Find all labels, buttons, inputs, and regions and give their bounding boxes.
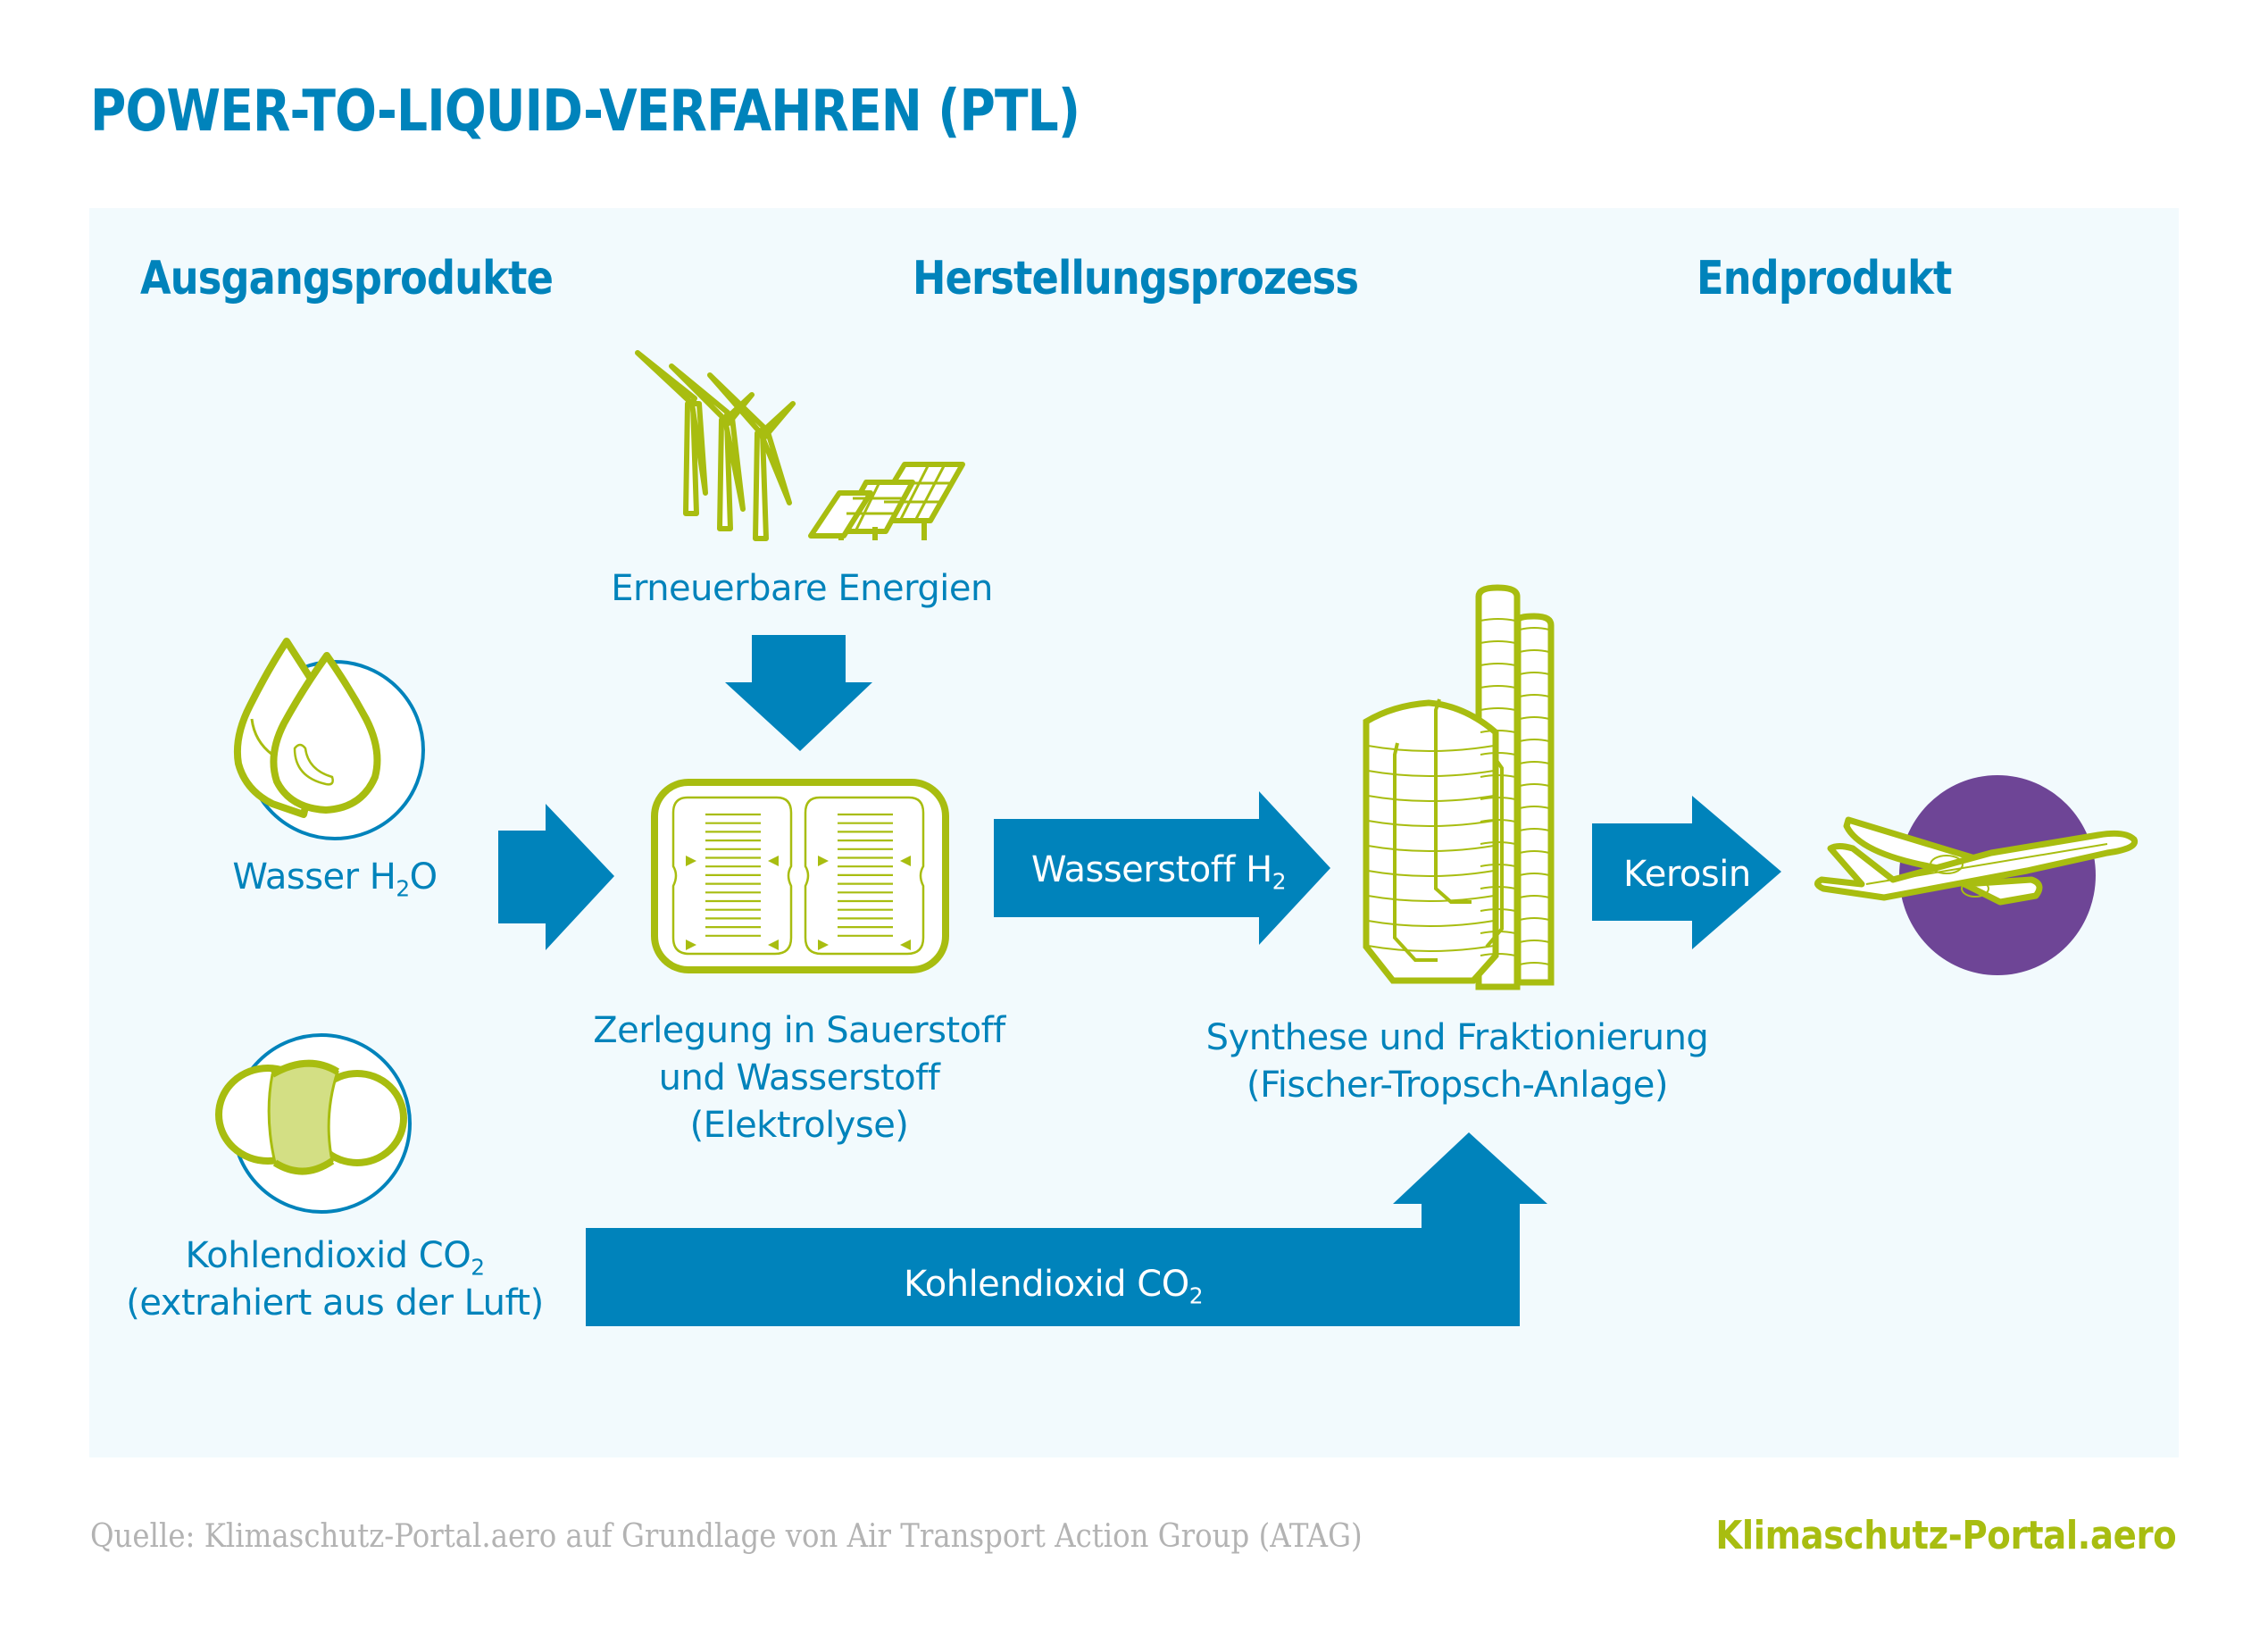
co2-input-label: Kohlendioxid CO2 (extrahiert aus der Luf… bbox=[112, 1232, 558, 1327]
co2-label-text: Kohlendioxid CO bbox=[185, 1235, 471, 1276]
column-header-output: Endprodukt bbox=[1697, 252, 1952, 305]
co2-label-line2: (extrahiert aus der Luft) bbox=[126, 1282, 544, 1324]
water-drops-icon bbox=[233, 638, 425, 840]
energy-label: Erneuerbare Energien bbox=[611, 568, 993, 609]
synthesis-label: Synthese und Fraktionierung (Fischer-Tro… bbox=[1189, 1015, 1725, 1109]
column-header-inputs: Ausgangsprodukte bbox=[140, 252, 554, 305]
hydrogen-arrow-sub: 2 bbox=[1272, 868, 1287, 895]
column-header-process: Herstellungsprozess bbox=[913, 252, 1359, 305]
source-note: Quelle: Klimaschutz-Portal.aero auf Grun… bbox=[90, 1518, 1363, 1555]
co2-arrow-sub: 2 bbox=[1188, 1282, 1204, 1309]
electrolysis-line3: (Elektrolyse) bbox=[689, 1105, 909, 1146]
electrolysis-line1: Zerlegung in Sauerstoff bbox=[593, 1010, 1005, 1051]
electrolysis-label: Zerlegung in Sauerstoff und Wasserstoff … bbox=[576, 1007, 1022, 1149]
synthesis-line1: Synthese und Fraktionierung bbox=[1205, 1017, 1709, 1058]
water-label: Wasser H2O bbox=[156, 854, 513, 901]
page-title: POWER-TO-LIQUID-VERFAHREN (PTL) bbox=[90, 79, 1080, 145]
kerosene-arrow bbox=[1592, 796, 1781, 949]
fischer-tropsch-plant-icon bbox=[1363, 584, 1555, 990]
water-label-suffix: O bbox=[409, 856, 438, 898]
co2-molecule-icon bbox=[215, 1033, 412, 1214]
co2-arrow-label: Kohlendioxid CO2 bbox=[904, 1264, 1203, 1307]
co2-arrow-text: Kohlendioxid CO bbox=[904, 1264, 1189, 1305]
airplane-icon bbox=[1814, 775, 2139, 975]
kerosene-arrow-label: Kerosin bbox=[1623, 854, 1751, 895]
energy-down-arrow bbox=[725, 635, 872, 751]
hydrogen-arrow-label: Wasserstoff H2 bbox=[1031, 849, 1286, 893]
electrolysis-line2: und Wasserstoff bbox=[658, 1057, 940, 1098]
water-label-sub: 2 bbox=[396, 875, 410, 902]
solar-panels-icon bbox=[808, 462, 965, 540]
co2-label-sub: 2 bbox=[471, 1254, 485, 1281]
hydrogen-arrow-text: Wasserstoff H bbox=[1031, 849, 1272, 890]
electrolyzer-icon bbox=[651, 779, 949, 973]
brand-link[interactable]: Klimaschutz-Portal.aero bbox=[1715, 1513, 2176, 1558]
wind-turbines-icon bbox=[635, 350, 796, 541]
water-label-text: Wasser H bbox=[232, 856, 396, 898]
water-input-arrow bbox=[498, 804, 614, 950]
synthesis-line2: (Fischer-Tropsch-Anlage) bbox=[1247, 1065, 1668, 1106]
hydrogen-arrow bbox=[994, 791, 1330, 945]
co2-bottom-arrow bbox=[586, 1132, 1547, 1326]
